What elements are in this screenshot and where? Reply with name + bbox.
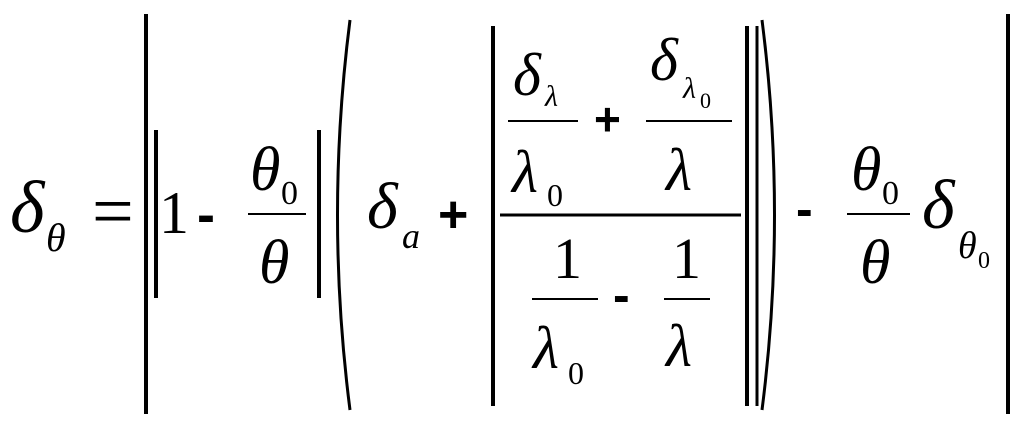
term1-one: 1: [159, 180, 189, 246]
delta-a: δ: [367, 170, 399, 243]
term1-frac-num-theta: θ: [250, 136, 280, 204]
num-f1-delta: δ: [513, 42, 542, 108]
num-f1-den-lambda: λ: [510, 139, 538, 205]
lhs-delta: δ: [10, 167, 46, 249]
term3-delta: δ: [922, 167, 956, 244]
term1-frac-num-sub: 0: [281, 175, 298, 212]
den-f1-lambda: λ: [531, 315, 559, 381]
den-f1-one: 1: [553, 226, 582, 291]
lhs-sub-theta: θ: [46, 215, 66, 260]
den-f1-sub: 0: [568, 355, 584, 391]
num-f1-delta-sub: λ: [544, 80, 558, 113]
num-f2-den-lambda: λ: [664, 137, 692, 203]
den-minus: -: [613, 267, 630, 323]
term3-frac-den-theta: θ: [860, 229, 890, 297]
term1-frac-den-theta: θ: [259, 229, 289, 297]
term3-delta-sub-theta: θ: [958, 225, 977, 267]
den-f2-one: 1: [672, 226, 701, 291]
term3-frac-num-sub: 0: [882, 175, 899, 212]
num-f2-delta-sub-lambda: λ: [682, 72, 696, 105]
term3-delta-sub-zero: 0: [978, 248, 990, 274]
paren-right: [760, 19, 776, 411]
term1-minus: -: [197, 185, 215, 245]
den-f2-lambda: λ: [664, 313, 692, 379]
num-f2-delta: δ: [650, 27, 679, 93]
num-plus: +: [594, 93, 621, 145]
num-f2-delta-sub-zero: 0: [700, 88, 711, 113]
plus-1: +: [438, 186, 468, 244]
equals-sign: =: [92, 171, 134, 253]
term3-frac-num-theta: θ: [851, 136, 881, 204]
delta-a-sub: a: [402, 216, 420, 256]
term3-minus: -: [796, 181, 813, 237]
num-f1-den-sub: 0: [547, 177, 563, 213]
paren-left: [336, 19, 352, 411]
